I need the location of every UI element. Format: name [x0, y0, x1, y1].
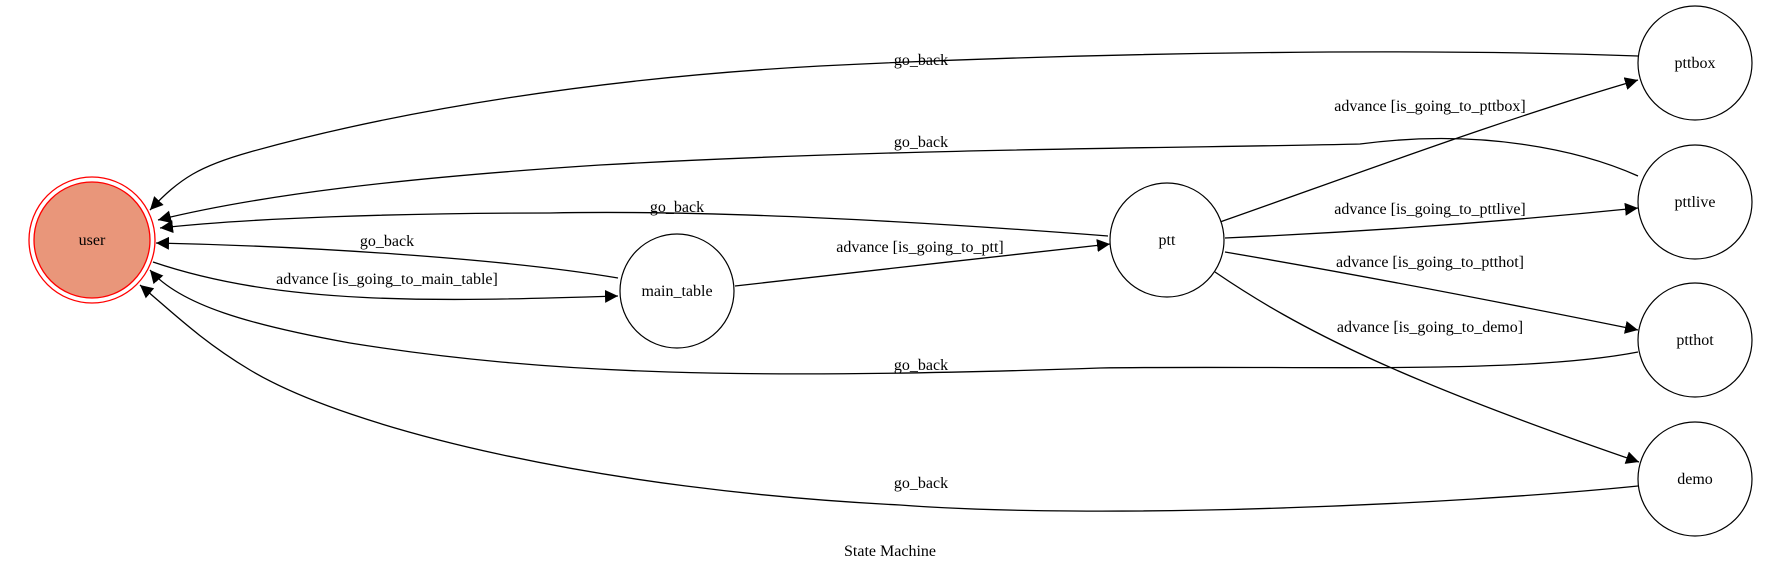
state-circle [1109, 182, 1225, 298]
edge-label: advance [is_going_to_pttbox] [1334, 98, 1526, 115]
edge-ptt-pttlive [1224, 202, 1639, 239]
edge-main_table-ptt [734, 239, 1111, 287]
state-circle [619, 233, 735, 349]
node-label: ptt [1159, 232, 1176, 249]
node-label: demo [1677, 471, 1713, 488]
node-demo[interactable]: demo [1637, 421, 1753, 537]
edge-ptt-ptthot [1224, 251, 1639, 334]
edge-label: go_back [650, 199, 704, 216]
state-circle [1637, 282, 1753, 398]
edge-label: go_back [894, 134, 948, 151]
edge-label: advance [is_going_to_demo] [1337, 319, 1523, 336]
edge-labels: go_back go_back go_back go_back advance … [276, 52, 1526, 492]
node-label: pttlive [1675, 194, 1716, 211]
edges [139, 51, 1640, 512]
diagram-title: State Machine [844, 543, 936, 560]
edge-label: advance [is_going_to_ptt] [836, 239, 1004, 256]
node-pttbox[interactable]: pttbox [1637, 5, 1753, 121]
state-circle [1637, 5, 1753, 121]
node-ptthot[interactable]: ptthot [1637, 282, 1753, 398]
nodes: user main_table ptt pttbox pttlive pttho… [28, 5, 1753, 537]
node-label: pttbox [1675, 55, 1716, 72]
edge-demo-user [139, 284, 1639, 512]
node-user[interactable]: user [28, 176, 156, 304]
edge-label: go_back [894, 357, 948, 374]
state-circle [1637, 421, 1753, 537]
edge-ptt-demo [1214, 271, 1640, 464]
edge-label: go_back [894, 475, 948, 492]
edge-ptthot-user [149, 269, 1639, 375]
edge-pttbox-user [149, 51, 1639, 211]
edge-label: advance [is_going_to_ptthot] [1336, 254, 1524, 271]
node-ptt[interactable]: ptt [1109, 182, 1225, 298]
edge-label: advance [is_going_to_main_table] [276, 271, 498, 288]
state-circle [1637, 144, 1753, 260]
initial-state-circle [33, 181, 151, 299]
edge-label: advance [is_going_to_pttlive] [1334, 201, 1526, 218]
node-main_table[interactable]: main_table [619, 233, 735, 349]
edge-pttlive-user [157, 137, 1639, 224]
edge-label: go_back [894, 52, 948, 69]
edge-main_table-user [155, 236, 619, 279]
node-pttlive[interactable]: pttlive [1637, 144, 1753, 260]
edge-label: go_back [360, 233, 414, 250]
edge-ptt-user [159, 211, 1109, 237]
node-label: main_table [641, 283, 712, 300]
edge-user-main_table [152, 261, 619, 303]
node-label: ptthot [1676, 332, 1714, 349]
node-label: user [79, 232, 106, 249]
edge-ptt-pttbox [1219, 77, 1639, 223]
initial-state-ring [28, 176, 156, 304]
